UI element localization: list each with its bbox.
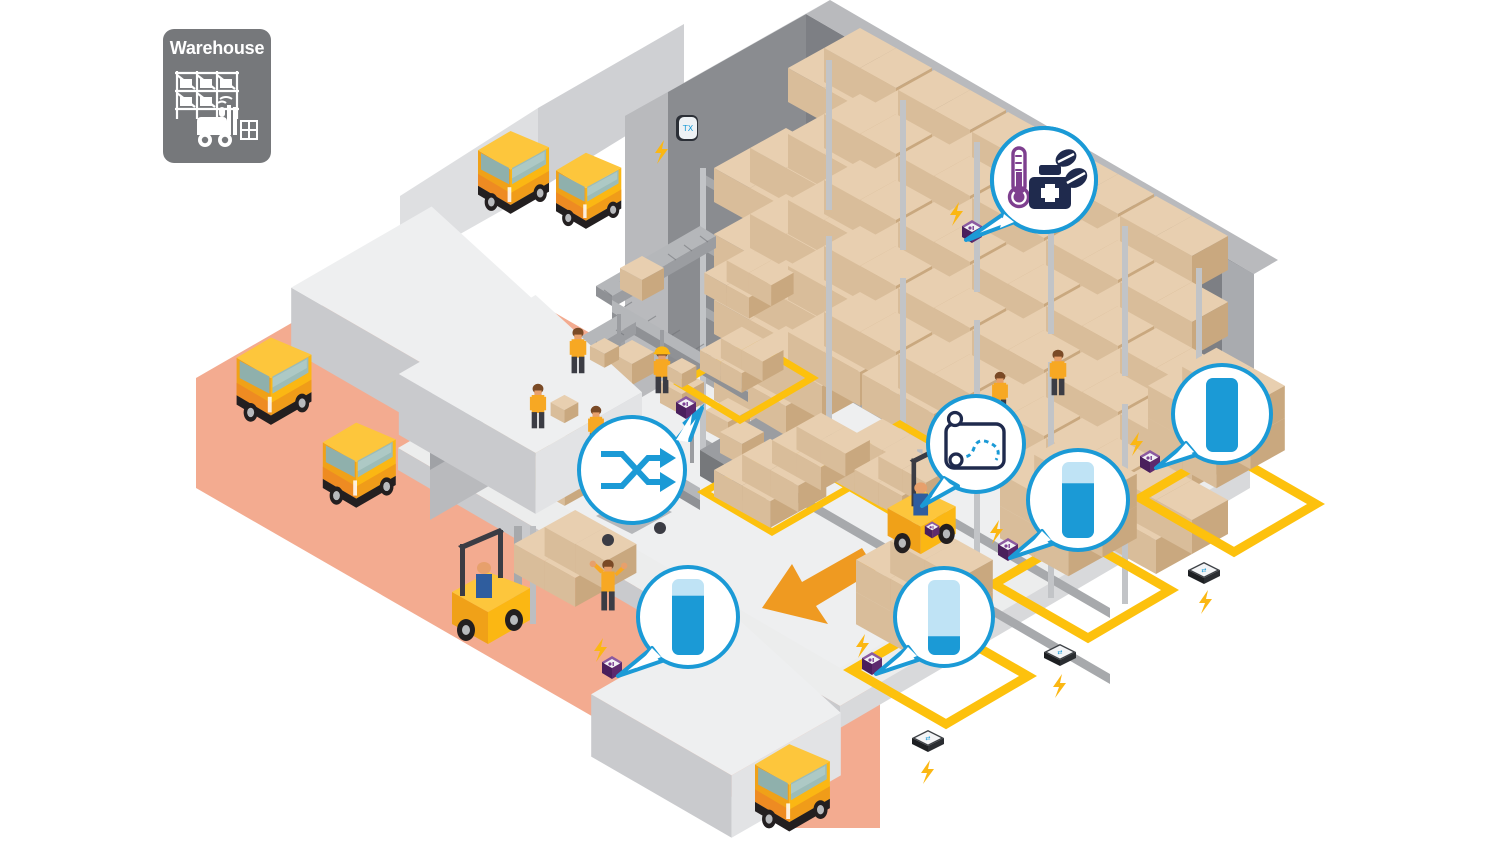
fill-level-indicator-icon bbox=[928, 580, 960, 655]
warehouse-racking-forklift-icon bbox=[175, 71, 258, 147]
route-map-icon bbox=[944, 410, 1006, 470]
agv-3 bbox=[912, 730, 944, 752]
callout-fill-level-full[interactable] bbox=[1154, 363, 1273, 470]
medicine-bottle-icon bbox=[1029, 165, 1071, 209]
fill-level-indicator-icon bbox=[1206, 378, 1238, 452]
agv-1 bbox=[1188, 562, 1220, 584]
callout-fill-level-mid[interactable] bbox=[616, 565, 740, 678]
thermometer-icon bbox=[1007, 146, 1031, 209]
callout-fill-level-low[interactable] bbox=[874, 566, 995, 676]
gateway-wall[interactable] bbox=[676, 115, 698, 141]
shuffle-arrows-icon bbox=[601, 451, 667, 489]
pills-icon bbox=[1055, 149, 1088, 188]
forklift-left bbox=[452, 510, 636, 644]
floor-direction-arrow bbox=[762, 548, 876, 624]
fill-level-indicator-icon bbox=[1062, 462, 1094, 538]
callout-fill-level-high[interactable] bbox=[1008, 448, 1130, 560]
worker-dock bbox=[589, 559, 628, 611]
callout-crossdock-shuffle[interactable] bbox=[577, 403, 705, 525]
fill-level-indicator-icon bbox=[672, 579, 704, 655]
callout-pharma-temperature[interactable] bbox=[964, 126, 1098, 242]
legend-badge-title: Warehouse bbox=[169, 38, 265, 58]
callout-route-map[interactable] bbox=[920, 394, 1026, 508]
warehouse-legend-badge[interactable]: Warehouse bbox=[163, 29, 271, 163]
